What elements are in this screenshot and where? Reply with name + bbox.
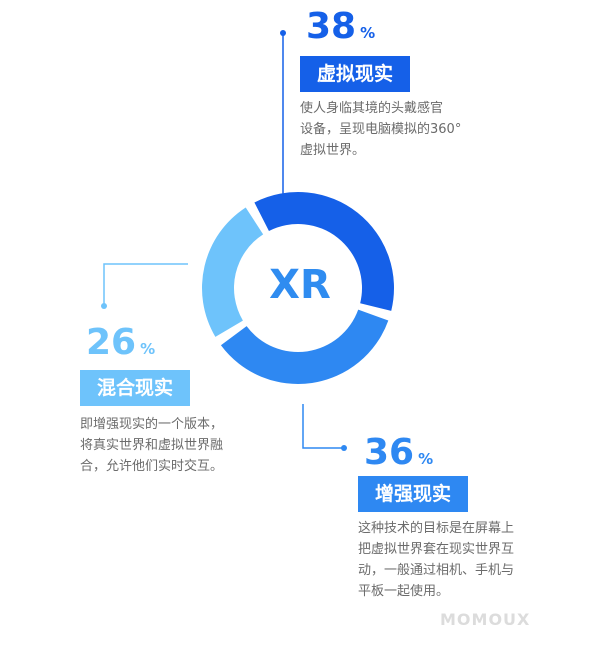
ar-connector-line-dot bbox=[341, 445, 347, 451]
vr-percent-value: 38 bbox=[306, 6, 357, 47]
watermark-logo: MOMOUX bbox=[440, 610, 531, 629]
mr-description: 即增强现实的一个版本， 将真实世界和虚拟世界融 合，允许他们实时交互。 bbox=[80, 417, 224, 474]
mr-slice bbox=[202, 207, 264, 337]
vr-percent-symbol: % bbox=[360, 24, 376, 42]
vr-slice bbox=[254, 192, 394, 311]
mr-label-badge: 混合现实 bbox=[80, 370, 190, 406]
ar-description: 这种技术的目标是在屏幕上 把虚拟世界套在现实世界互 动，一般通过相机、手机与 平… bbox=[358, 521, 515, 599]
ar-label-badge: 增强现实 bbox=[358, 476, 468, 512]
donut-center-label: XR bbox=[269, 262, 331, 308]
ar-connector-line bbox=[302, 404, 344, 449]
mr-connector-line-dot bbox=[101, 303, 107, 309]
ar-percent-symbol: % bbox=[418, 450, 434, 468]
mr-connector-line bbox=[103, 263, 188, 306]
ar-slice bbox=[220, 309, 389, 385]
vr-percent: 38% bbox=[306, 6, 375, 47]
ar-percent-value: 36 bbox=[364, 432, 415, 473]
vr-label-badge: 虚拟现实 bbox=[300, 56, 410, 92]
mr-percent-value: 26 bbox=[86, 322, 137, 363]
vr-connector-line-dot bbox=[280, 30, 286, 36]
ar-percent: 36% bbox=[364, 432, 433, 473]
vr-description: 使人身临其境的头戴感官 设备，呈现电脑模拟的360° 虚拟世界。 bbox=[300, 101, 462, 158]
mr-percent: 26% bbox=[86, 322, 155, 363]
mr-percent-symbol: % bbox=[140, 340, 156, 358]
